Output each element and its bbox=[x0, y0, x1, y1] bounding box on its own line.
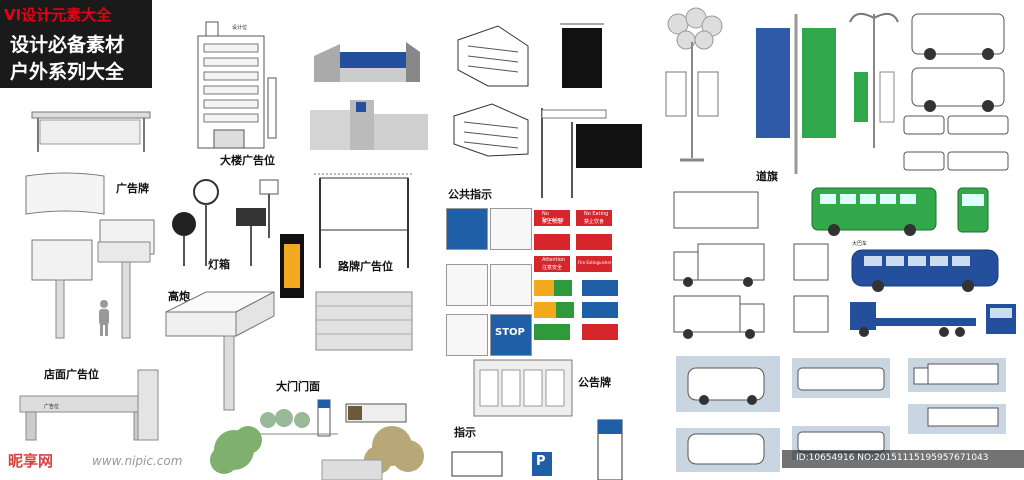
label-storefront-ad: 店面广告位 bbox=[44, 368, 99, 381]
exit-sign-2 bbox=[554, 280, 572, 296]
red-sign-fire: Fire Extinguisher bbox=[576, 256, 612, 272]
toilet-sign bbox=[534, 324, 570, 340]
tall-direction-sign bbox=[597, 419, 623, 480]
lamp-green-banner bbox=[849, 12, 899, 148]
low-building bbox=[310, 100, 428, 150]
sign-warning-1 bbox=[446, 208, 488, 250]
red-sign-caption-5: 注意安全 bbox=[542, 265, 563, 271]
watermark-url: www.nipic.com bbox=[92, 454, 183, 468]
watermark-logo: 昵享网 bbox=[8, 452, 54, 470]
image-id-text: ID:10654916 NO:20151115195957671043 bbox=[796, 453, 989, 463]
title-line-2: 户外系列大全 bbox=[10, 61, 125, 83]
notice-board-graphic bbox=[473, 359, 573, 417]
blue-sign-building bbox=[314, 42, 420, 82]
gate-graphic bbox=[258, 399, 407, 437]
bus-mockup-1 bbox=[792, 358, 890, 398]
blue-flatbed-truck bbox=[850, 302, 976, 337]
truck-fronts bbox=[793, 243, 829, 333]
toilet-sign-2 bbox=[582, 324, 618, 340]
label-directions: 指示 bbox=[454, 426, 476, 439]
building-callout: 设计位 bbox=[232, 25, 248, 31]
red-sign-no-eating: No Eating 禁止饮食 bbox=[576, 210, 612, 226]
label-flags: 道旗 bbox=[756, 170, 778, 183]
red-sign-caption-3: 禁止饮食 bbox=[584, 219, 605, 225]
red-sign-caption-4: Attention bbox=[542, 257, 566, 263]
sketch-building-1 bbox=[457, 25, 529, 87]
sign-stop: STOP bbox=[490, 314, 532, 356]
van-mockup-1 bbox=[676, 356, 780, 412]
title-block: VI设计元素大全 设计必备素材 户外系列大全 bbox=[0, 0, 152, 88]
vertical-lightbox bbox=[280, 234, 304, 298]
blue-bus bbox=[851, 249, 999, 292]
lightbox-signs bbox=[172, 179, 279, 266]
trees bbox=[210, 426, 424, 480]
sign-caution-triangle bbox=[446, 314, 488, 356]
label-public-signs: 公共指示 bbox=[448, 188, 492, 201]
label-road-sign-ad: 路牌广告位 bbox=[338, 260, 393, 273]
stop-sign-text: STOP bbox=[495, 327, 525, 338]
red-sign-caption-0: No Smoking bbox=[542, 211, 564, 223]
sign-no-smoking-box-2 bbox=[490, 264, 532, 306]
exit-sign-3 bbox=[556, 302, 574, 318]
direction-signs bbox=[451, 448, 618, 477]
green-bus-front bbox=[957, 187, 989, 233]
label-notice-board: 公告牌 bbox=[578, 376, 611, 389]
red-sign-caption-6: Fire Extinguisher bbox=[578, 260, 612, 265]
road-billboard bbox=[314, 173, 414, 268]
green-double-decker-bus bbox=[811, 187, 937, 236]
sign-no-smoking-box bbox=[446, 264, 488, 306]
storefront-tag: 广告位 bbox=[44, 404, 60, 410]
label-building-ad: 大楼广告位 bbox=[220, 154, 275, 167]
billboard-graphic bbox=[25, 172, 105, 215]
black-flag-2 bbox=[541, 108, 642, 198]
label-highpole: 高炮 bbox=[168, 290, 190, 303]
vehicles-top-right bbox=[903, 13, 1009, 171]
truck-mockup-2 bbox=[908, 404, 1006, 434]
blue-truck-front bbox=[986, 304, 1016, 334]
parking-sign-letter: P bbox=[536, 454, 546, 469]
truck-mockup-1 bbox=[908, 358, 1006, 392]
label-gate: 大门门面 bbox=[276, 380, 320, 393]
office-building bbox=[197, 21, 277, 149]
label-lightbox: 灯箱 bbox=[208, 258, 230, 271]
street-lamp-banners bbox=[665, 7, 723, 162]
sketch-building-2 bbox=[453, 103, 529, 157]
highpole-billboard bbox=[165, 291, 275, 411]
van-mockup-2 bbox=[676, 428, 780, 472]
wall-panel bbox=[315, 291, 413, 351]
black-flag-1 bbox=[560, 23, 604, 88]
bus-shelter bbox=[31, 111, 151, 152]
red-sign-caption-2: No Eating bbox=[584, 211, 609, 217]
red-sign-4 bbox=[576, 234, 612, 250]
label-billboard: 广告牌 bbox=[116, 182, 149, 195]
red-sign-attention: Attention 注意安全 bbox=[534, 256, 570, 272]
bus-tag: 大巴车 bbox=[852, 241, 868, 247]
red-sign-3 bbox=[534, 234, 570, 250]
flag-banners bbox=[756, 14, 836, 174]
person-silhouette-1 bbox=[99, 300, 109, 336]
red-sign-caption-1: 禁止吸烟 bbox=[542, 219, 563, 225]
sign-warning-2 bbox=[490, 208, 532, 250]
title-red: VI设计元素大全 bbox=[4, 6, 112, 24]
id-bar bbox=[782, 450, 1024, 468]
title-line-1: 设计必备素材 bbox=[10, 34, 125, 56]
arrow-sign-blue bbox=[582, 280, 618, 296]
arrow-sign-blue-2 bbox=[582, 302, 618, 318]
white-trucks bbox=[673, 191, 765, 339]
red-sign-no-smoking: No Smoking 禁止吸烟 bbox=[534, 210, 570, 226]
storefront-graphic bbox=[19, 369, 159, 441]
pole-billboards bbox=[31, 219, 155, 339]
